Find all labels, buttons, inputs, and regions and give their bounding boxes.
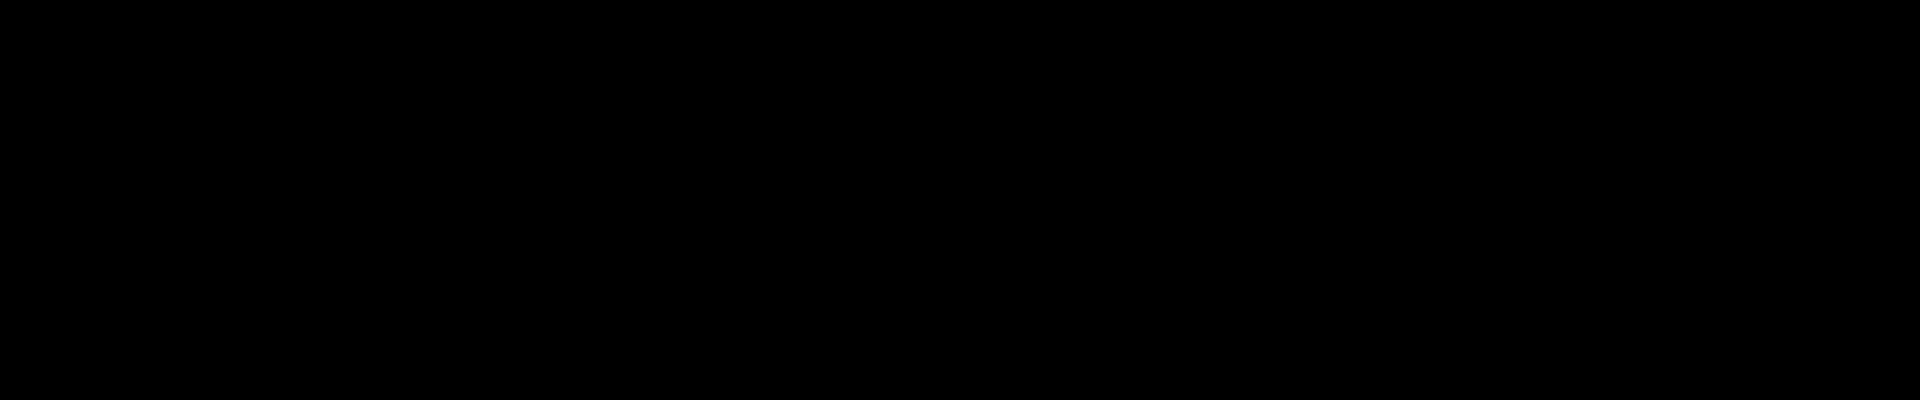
waveform-viewer [0, 0, 1920, 400]
audio-waveform [0, 0, 1920, 400]
